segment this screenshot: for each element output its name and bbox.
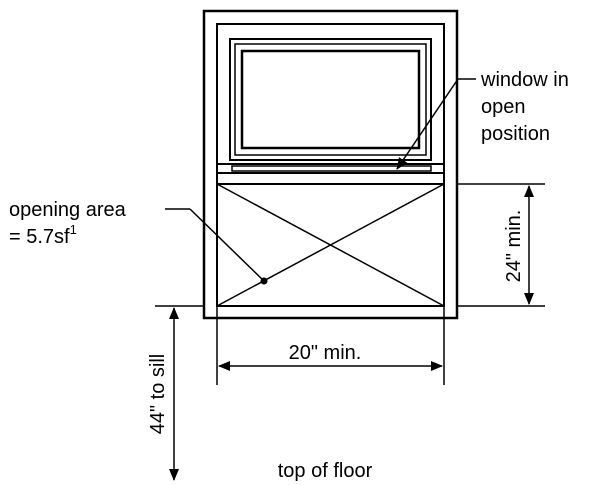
opening-leader-dot [260,277,268,285]
outer-frame [202,9,459,320]
width-dim-label: 20" min. [289,342,362,364]
opening-footnote: 1 [70,222,77,237]
opening-label-line2: = 5.7sf1 [9,222,77,248]
floor-label: top of floor [278,460,373,482]
opening-area-box [216,183,445,307]
window-leader-arrow [396,78,459,170]
height-dim-label: 24" min. [503,210,525,283]
opening-leader-line [189,208,265,282]
window-label-line1: window in [480,69,569,91]
window-label-line3: position [481,123,550,145]
rail-bar [231,165,432,172]
opening-label-line1: opening area [9,199,127,221]
sash-glass [240,49,421,150]
opening-x-line-2 [216,183,445,307]
sash-middle [234,43,427,156]
opening-area-value: = 5.7sf [9,226,70,248]
sill-dim-label: 44" to sill [147,354,169,434]
sash-outer [229,38,432,161]
window-label-line2: open [481,96,526,118]
